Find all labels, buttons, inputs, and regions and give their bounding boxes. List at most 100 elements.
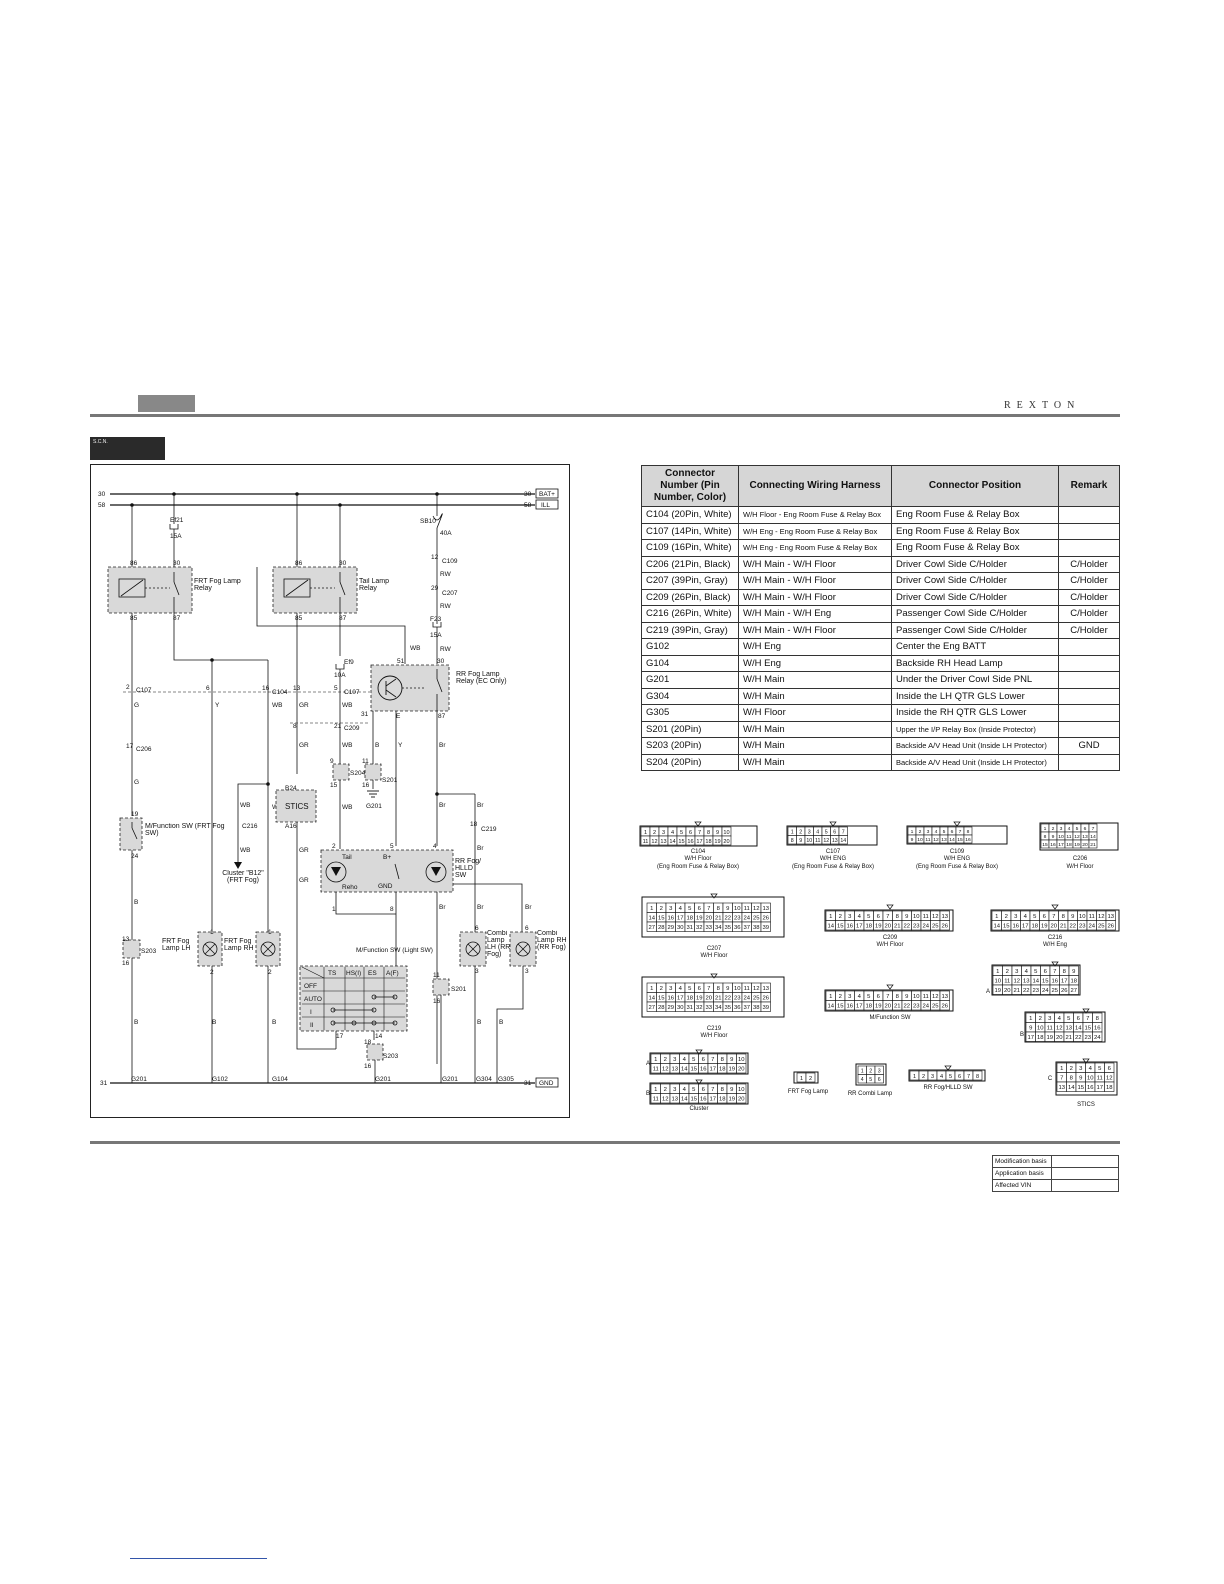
pin-number: 18 [719,1067,726,1073]
pin-number: 11 [1089,914,1095,920]
pin-number: 17 [696,839,702,845]
cell [1058,671,1120,689]
connector-housing [991,964,1081,996]
pin-cell [972,1070,983,1081]
pin-number: 13 [1107,914,1114,920]
a16-label: A16 [285,823,297,830]
cell: Upper the I/P Relay Box (Inside Protecto… [891,720,1059,738]
cell: C/Holder [1058,588,1120,606]
c206-label: C206 [136,746,152,753]
pin-number: 20 [1050,924,1057,930]
pin-number: 22 [1075,1035,1082,1041]
c104-sub: W/H Floor [685,856,712,862]
pin-number: 15 [1042,979,1049,985]
cell: Application basis [992,1167,1052,1180]
g305-label: G305 [498,1076,514,1083]
cluster-name: Cluster [689,1106,708,1112]
pin-number: 7 [711,1057,714,1063]
pin-8: 8 [390,906,394,913]
cell: S201 (20Pin) [641,720,739,738]
wiring-diagram: 30 58 31 30 58 31 BAT+ ILL GND Ef21 15A … [90,464,570,1118]
pin-number: 15 [1077,1085,1084,1091]
pin-number: 24 [1094,1035,1101,1041]
pin-number: 11 [923,914,929,920]
pin-number: 26 [1061,988,1068,994]
pin-85: 85 [130,615,138,622]
pin-number: 20 [738,1067,745,1073]
pin-4: 4 [433,843,437,850]
pin-number: 7 [698,830,701,836]
c107-sub: W/H ENG [820,856,847,862]
pin-number: 33 [705,1005,712,1011]
pin-number: 21 [1090,842,1096,848]
frt-fog-relay-box [107,566,193,614]
pin-number: 1 [829,994,832,1000]
pin-number: 21 [894,924,901,930]
pin-number: 6 [1044,969,1048,975]
pin-number: 24 [743,996,750,1002]
reho-label: Reho [342,884,358,891]
pin-number: 8 [1096,1016,1100,1022]
pin-number: 4 [858,994,862,1000]
wire-b: B [134,899,138,906]
g201-label: G201 [375,1076,391,1083]
pin-31: 31 [361,711,369,718]
header-rule [90,414,1120,417]
pin-number: 28 [658,1005,665,1011]
pin-number: 17 [1061,979,1068,985]
connector-table: Connector Number (Pin Number, Color) Con… [641,465,1120,771]
connector-housing [990,909,1120,932]
pin-3: 3 [525,968,529,975]
pin-number: 6 [698,906,702,912]
pin-number: 29 [667,1005,674,1011]
pin-number: 2 [1070,1066,1073,1072]
pin-number: 14 [648,996,655,1002]
pin-number: 5 [869,1077,872,1083]
cell: C/Holder [1058,621,1120,639]
light-sw-table [299,965,408,1032]
key-icon [695,1049,703,1055]
pin-number: 3 [878,1068,881,1074]
pin-1: 1 [210,929,214,936]
pin-number: 19 [714,839,720,845]
pin-number: 34 [715,925,722,931]
cell: W/H Main [738,671,892,689]
c104-sub2: (Eng Room Fuse & Relay Box) [657,864,739,870]
table-row: C109 (16Pin, White)W/H Eng - Eng Room Fu… [641,539,1120,557]
pin-number: 16 [1012,924,1019,930]
diagram-border [90,464,570,1118]
key-icon [953,821,961,827]
ill-box [535,499,559,510]
pin-number: 9 [799,838,802,844]
pin-number: 20 [884,1004,891,1010]
pin-18: 18 [364,1039,372,1046]
pin-number: 3 [669,986,673,992]
led-icon [325,861,347,883]
header-connector-number: Connector Number (Pin Number, Color) [641,465,739,507]
pin-number: 14 [1075,1026,1082,1032]
connector-housing [649,1082,749,1105]
pin-number: 8 [721,1087,725,1093]
pin-number: 12 [662,1067,669,1073]
pin-number: 23 [734,916,741,922]
wire-rw: RW [440,571,452,578]
pin-number: 22 [1023,988,1030,994]
cell: Inside the LH QTR GLS Lower [891,687,1059,705]
pin-number: 19 [875,924,882,930]
pin-number: 3 [673,1087,677,1093]
g102-label: G102 [212,1076,228,1083]
hlld-label: RR Fog/ HLLD SW [455,858,482,879]
pin-number: 3 [1015,969,1019,975]
pin-number: 14 [681,1067,688,1073]
fuse-sb10-label: SB10 [420,518,436,525]
pin-number: 8 [1062,914,1066,920]
pin-number: 6 [877,914,881,920]
pin-number: 2 [922,1074,925,1080]
c109-name: C109 [950,849,965,855]
cell: C104 (20Pin, White) [641,506,739,524]
cell: Passenger Cowl Side C/Holder [891,605,1059,623]
